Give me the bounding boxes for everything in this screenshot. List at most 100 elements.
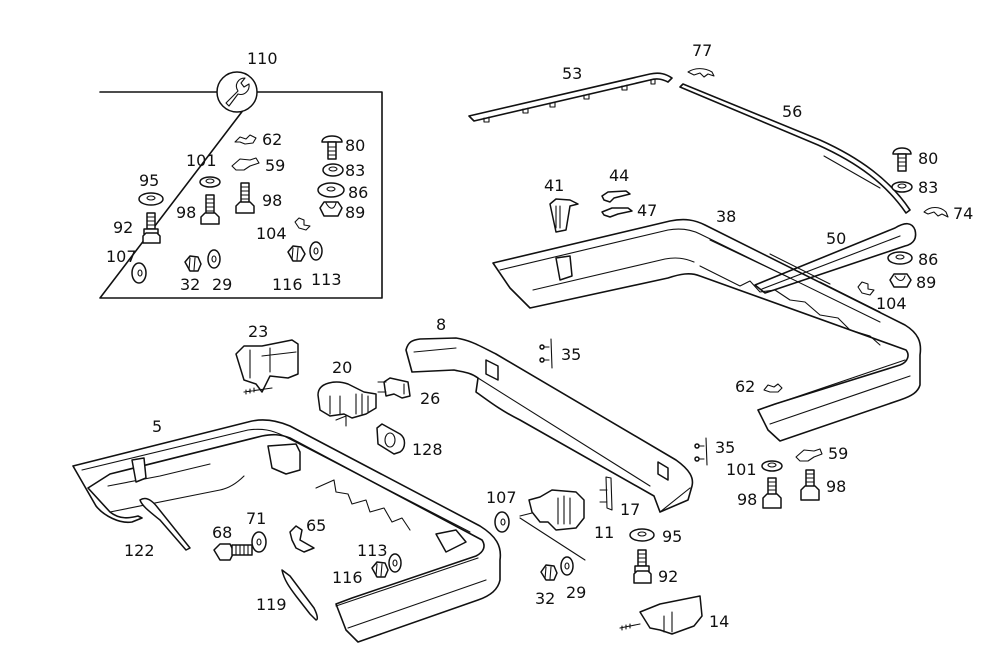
bracket-23 bbox=[235, 339, 299, 395]
washer-86-right bbox=[887, 251, 913, 265]
bolt-98-right-b bbox=[800, 469, 820, 501]
front-bumper-5 bbox=[72, 419, 502, 643]
callout-80: 80 bbox=[345, 136, 365, 155]
callout-59: 59 bbox=[265, 156, 285, 175]
bracket-41 bbox=[549, 198, 579, 233]
nut-116 bbox=[287, 245, 306, 262]
insert-122 bbox=[139, 497, 191, 551]
bolt-80 bbox=[321, 135, 343, 160]
callout-29: 29 bbox=[212, 275, 232, 294]
callout-77: 77 bbox=[692, 41, 712, 60]
callout-89: 89 bbox=[345, 203, 365, 222]
clip-59 bbox=[231, 157, 260, 171]
bolt-92 bbox=[142, 212, 161, 244]
callout-89: 89 bbox=[916, 273, 936, 292]
callout-113: 113 bbox=[357, 541, 388, 560]
callout-107: 107 bbox=[106, 247, 137, 266]
callout-62: 62 bbox=[735, 377, 755, 396]
callout-98: 98 bbox=[737, 490, 757, 509]
callout-11: 11 bbox=[594, 523, 614, 542]
trim-strip-53 bbox=[468, 72, 673, 123]
callout-83: 83 bbox=[345, 161, 365, 180]
callout-116: 116 bbox=[332, 568, 363, 587]
callout-95: 95 bbox=[139, 171, 159, 190]
nut-89-right bbox=[889, 273, 912, 288]
mount-20 bbox=[317, 381, 377, 427]
clip-104 bbox=[294, 217, 311, 231]
washer-101-right bbox=[761, 460, 783, 472]
callout-53: 53 bbox=[562, 64, 582, 83]
nut-89 bbox=[319, 201, 343, 217]
bracket-17 bbox=[599, 476, 613, 511]
callout-86: 86 bbox=[918, 250, 938, 269]
bolt-98-center bbox=[235, 182, 255, 214]
callout-86: 86 bbox=[348, 183, 368, 202]
mount-11 bbox=[519, 489, 586, 561]
washer-113 bbox=[309, 241, 323, 261]
callout-83: 83 bbox=[918, 178, 938, 197]
callout-32: 32 bbox=[180, 275, 200, 294]
clip-59-right bbox=[795, 448, 823, 462]
washer-29-lower bbox=[560, 556, 574, 576]
callout-50: 50 bbox=[826, 229, 846, 248]
nut-116-lower bbox=[371, 561, 389, 578]
trim-strip-56 bbox=[679, 83, 911, 214]
washer-95-lower bbox=[629, 528, 655, 542]
bracket-14 bbox=[619, 595, 703, 635]
callout-104: 104 bbox=[256, 224, 287, 243]
callout-26: 26 bbox=[420, 389, 440, 408]
washer-83 bbox=[322, 163, 344, 177]
callout-98: 98 bbox=[176, 203, 196, 222]
trim-strip-50 bbox=[754, 222, 917, 294]
washer-101 bbox=[199, 176, 221, 188]
rear-bumper-38 bbox=[492, 218, 922, 442]
callout-65: 65 bbox=[306, 516, 326, 535]
callout-101: 101 bbox=[186, 151, 217, 170]
clip-47 bbox=[601, 207, 633, 218]
callout-98: 98 bbox=[826, 477, 846, 496]
end-cap-77 bbox=[687, 68, 715, 78]
callout-56: 56 bbox=[782, 102, 802, 121]
callout-59: 59 bbox=[828, 444, 848, 463]
callout-128: 128 bbox=[412, 440, 443, 459]
callout-92: 92 bbox=[113, 218, 133, 237]
callout-98: 98 bbox=[262, 191, 282, 210]
washer-71 bbox=[251, 531, 267, 553]
bolt-98-right-a bbox=[762, 477, 782, 509]
bolt-92-lower bbox=[633, 549, 652, 584]
washer-107-lower bbox=[494, 511, 510, 533]
callout-68: 68 bbox=[212, 523, 232, 542]
callout-47: 47 bbox=[637, 201, 657, 220]
bolt-80-right bbox=[892, 147, 912, 172]
callout-107: 107 bbox=[486, 488, 517, 507]
callout-113: 113 bbox=[311, 270, 342, 289]
callout-35: 35 bbox=[715, 438, 735, 457]
washer-113-lower bbox=[388, 553, 402, 573]
bumper-section-8 bbox=[405, 337, 694, 513]
callout-110: 110 bbox=[247, 49, 278, 68]
washer-86 bbox=[317, 182, 345, 198]
washer-95 bbox=[138, 192, 164, 206]
nut-32-lower bbox=[540, 564, 558, 581]
callout-8: 8 bbox=[436, 315, 446, 334]
callout-119: 119 bbox=[256, 595, 287, 614]
callout-71: 71 bbox=[246, 509, 266, 528]
washer-83-right bbox=[891, 181, 913, 193]
callout-17: 17 bbox=[620, 500, 640, 519]
callout-38: 38 bbox=[716, 207, 736, 226]
callout-74: 74 bbox=[953, 204, 973, 223]
callout-20: 20 bbox=[332, 358, 352, 377]
callout-35: 35 bbox=[561, 345, 581, 364]
callout-62: 62 bbox=[262, 130, 282, 149]
bracket-35-upper bbox=[539, 338, 553, 369]
callout-5: 5 bbox=[152, 417, 162, 436]
nut-32 bbox=[184, 255, 202, 272]
callout-104: 104 bbox=[876, 294, 907, 313]
wrench-icon bbox=[216, 71, 258, 113]
callout-32: 32 bbox=[535, 589, 555, 608]
callout-95: 95 bbox=[662, 527, 682, 546]
washer-29 bbox=[207, 249, 221, 269]
insert-119 bbox=[281, 569, 319, 621]
bolt-68 bbox=[213, 543, 253, 561]
clip-104-right bbox=[857, 281, 875, 296]
